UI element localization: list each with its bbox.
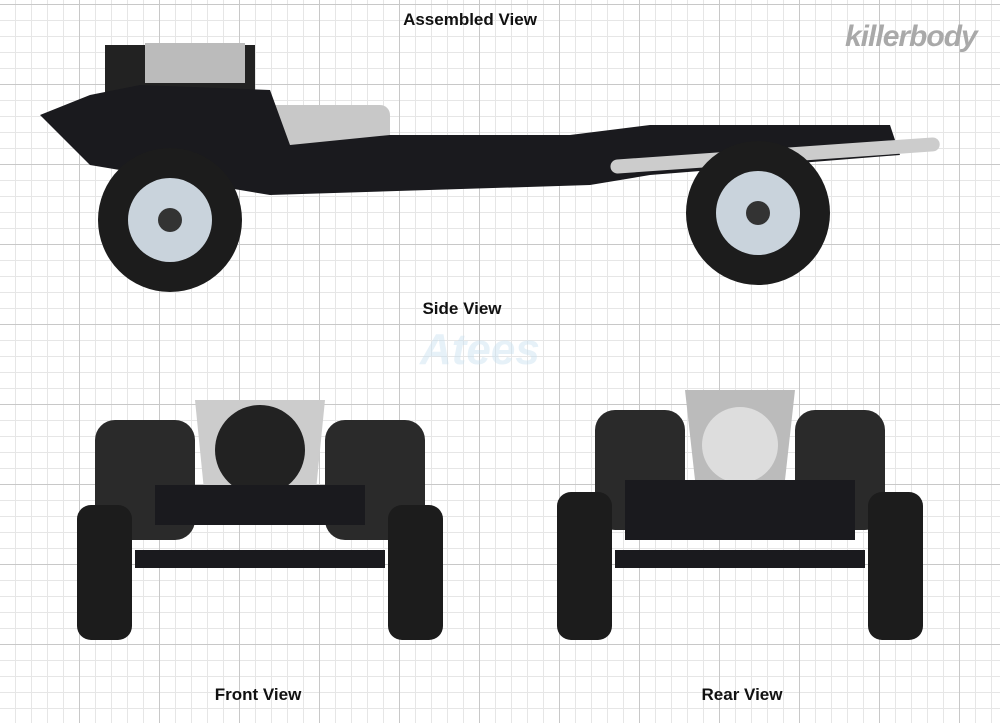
front-view-chassis-image bbox=[77, 400, 443, 640]
watermark-logo: Atees bbox=[420, 325, 540, 374]
side-view-label: Side View bbox=[422, 299, 502, 318]
killerbody-logo: killerbody bbox=[845, 20, 978, 53]
assembled-view-title: Assembled View bbox=[403, 10, 537, 29]
rear-view-label: Rear View bbox=[701, 685, 783, 704]
side-view-chassis-image bbox=[40, 43, 940, 292]
front-view-label: Front View bbox=[214, 685, 302, 704]
rear-view-chassis-image bbox=[557, 390, 923, 640]
